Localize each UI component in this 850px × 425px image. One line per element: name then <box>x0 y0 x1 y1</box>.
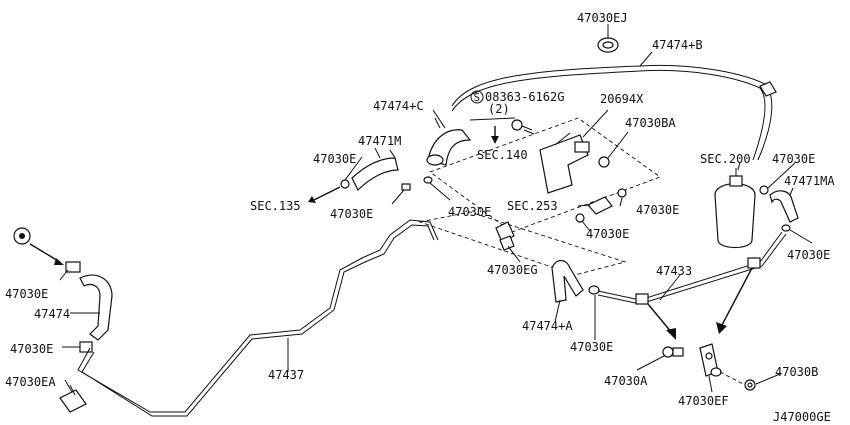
left-arrow <box>29 243 64 265</box>
clamp-47030e-i <box>79 341 93 353</box>
hose-47474-c <box>426 117 472 166</box>
label-sec135: SEC.135 <box>250 199 301 213</box>
label-sec200: SEC.200 <box>700 152 751 166</box>
clamp-47030ej <box>597 28 619 53</box>
label-47030e-b: 47030E <box>772 152 815 166</box>
label-47030ea: 47030EA <box>5 375 56 389</box>
label-47471m: 47471M <box>358 134 401 148</box>
clamp-47030e-a <box>340 179 350 189</box>
label-08363-6162g: 08363-6162G <box>485 90 564 104</box>
label-s-symbol: S <box>474 91 481 104</box>
arrow-to-47030a <box>647 303 676 340</box>
label-47471ma: 47471MA <box>784 174 835 188</box>
bolt-47030a <box>662 346 684 358</box>
label-47030e-h: 47030E <box>5 287 48 301</box>
nut-47030b <box>744 379 756 391</box>
label-47030b: 47030B <box>775 365 818 379</box>
plug-circle <box>13 227 31 245</box>
bolt-08363 <box>469 117 535 135</box>
valve-sec253 <box>575 188 627 223</box>
dashed-bracket-lower <box>418 211 627 276</box>
label-47474-c: 47474+C <box>373 99 424 113</box>
label-47030ba: 47030BA <box>625 116 676 130</box>
canister-sec200 <box>714 168 756 249</box>
label-47030e-j: 47030E <box>570 340 613 354</box>
label-47030a: 47030A <box>604 374 648 388</box>
clip-47030ea <box>59 384 87 413</box>
label-08363-qty: (2) <box>488 102 510 116</box>
label-47030e-c: 47030E <box>330 207 373 221</box>
tube-47437 <box>77 219 439 417</box>
sec140-arrow <box>491 126 499 144</box>
arrow-to-47030ef <box>716 267 753 334</box>
hose-47474-b <box>451 64 777 161</box>
s-symbol-circle <box>470 90 484 104</box>
label-20694x: 20694X <box>600 92 644 106</box>
clamp-47030e-h <box>65 261 81 273</box>
sec135-arrow <box>308 186 341 203</box>
clamp-47030e-d <box>423 176 451 201</box>
label-47030eg: 47030EG <box>487 263 538 277</box>
label-47474-a: 47474+A <box>522 319 573 333</box>
label-47030e-i: 47030E <box>10 342 53 356</box>
diagram-id: J47000GE <box>773 410 831 424</box>
label-47030ej: 47030EJ <box>577 11 628 25</box>
label-47030ef: 47030EF <box>678 394 729 408</box>
label-47030e-f: 47030E <box>586 227 629 241</box>
hose-47474 <box>79 274 113 341</box>
label-47474-b: 47474+B <box>652 38 703 52</box>
hose-47471m <box>351 149 399 192</box>
leader-lines <box>59 24 813 393</box>
bracket-47030ef <box>699 343 746 386</box>
label-47437: 47437 <box>268 368 304 382</box>
label-sec253: SEC.253 <box>507 199 558 213</box>
bracket-20694x <box>429 109 661 233</box>
label-47030e-d: 47030E <box>448 205 491 219</box>
label-47433: 47433 <box>656 264 692 278</box>
clip-47030ba <box>598 131 629 168</box>
clamp-47030e-c <box>391 183 411 205</box>
label-47474: 47474 <box>34 307 70 321</box>
hose-47471ma <box>759 185 799 232</box>
label-47030e-e: 47030E <box>636 203 679 217</box>
tube-47433 <box>597 231 787 305</box>
label-sec140: SEC.140 <box>477 148 528 162</box>
clip-47030eg <box>495 221 515 251</box>
label-47030e-g: 47030E <box>787 248 830 262</box>
hose-47474-a <box>551 259 600 303</box>
label-47030e-a: 47030E <box>313 152 356 166</box>
